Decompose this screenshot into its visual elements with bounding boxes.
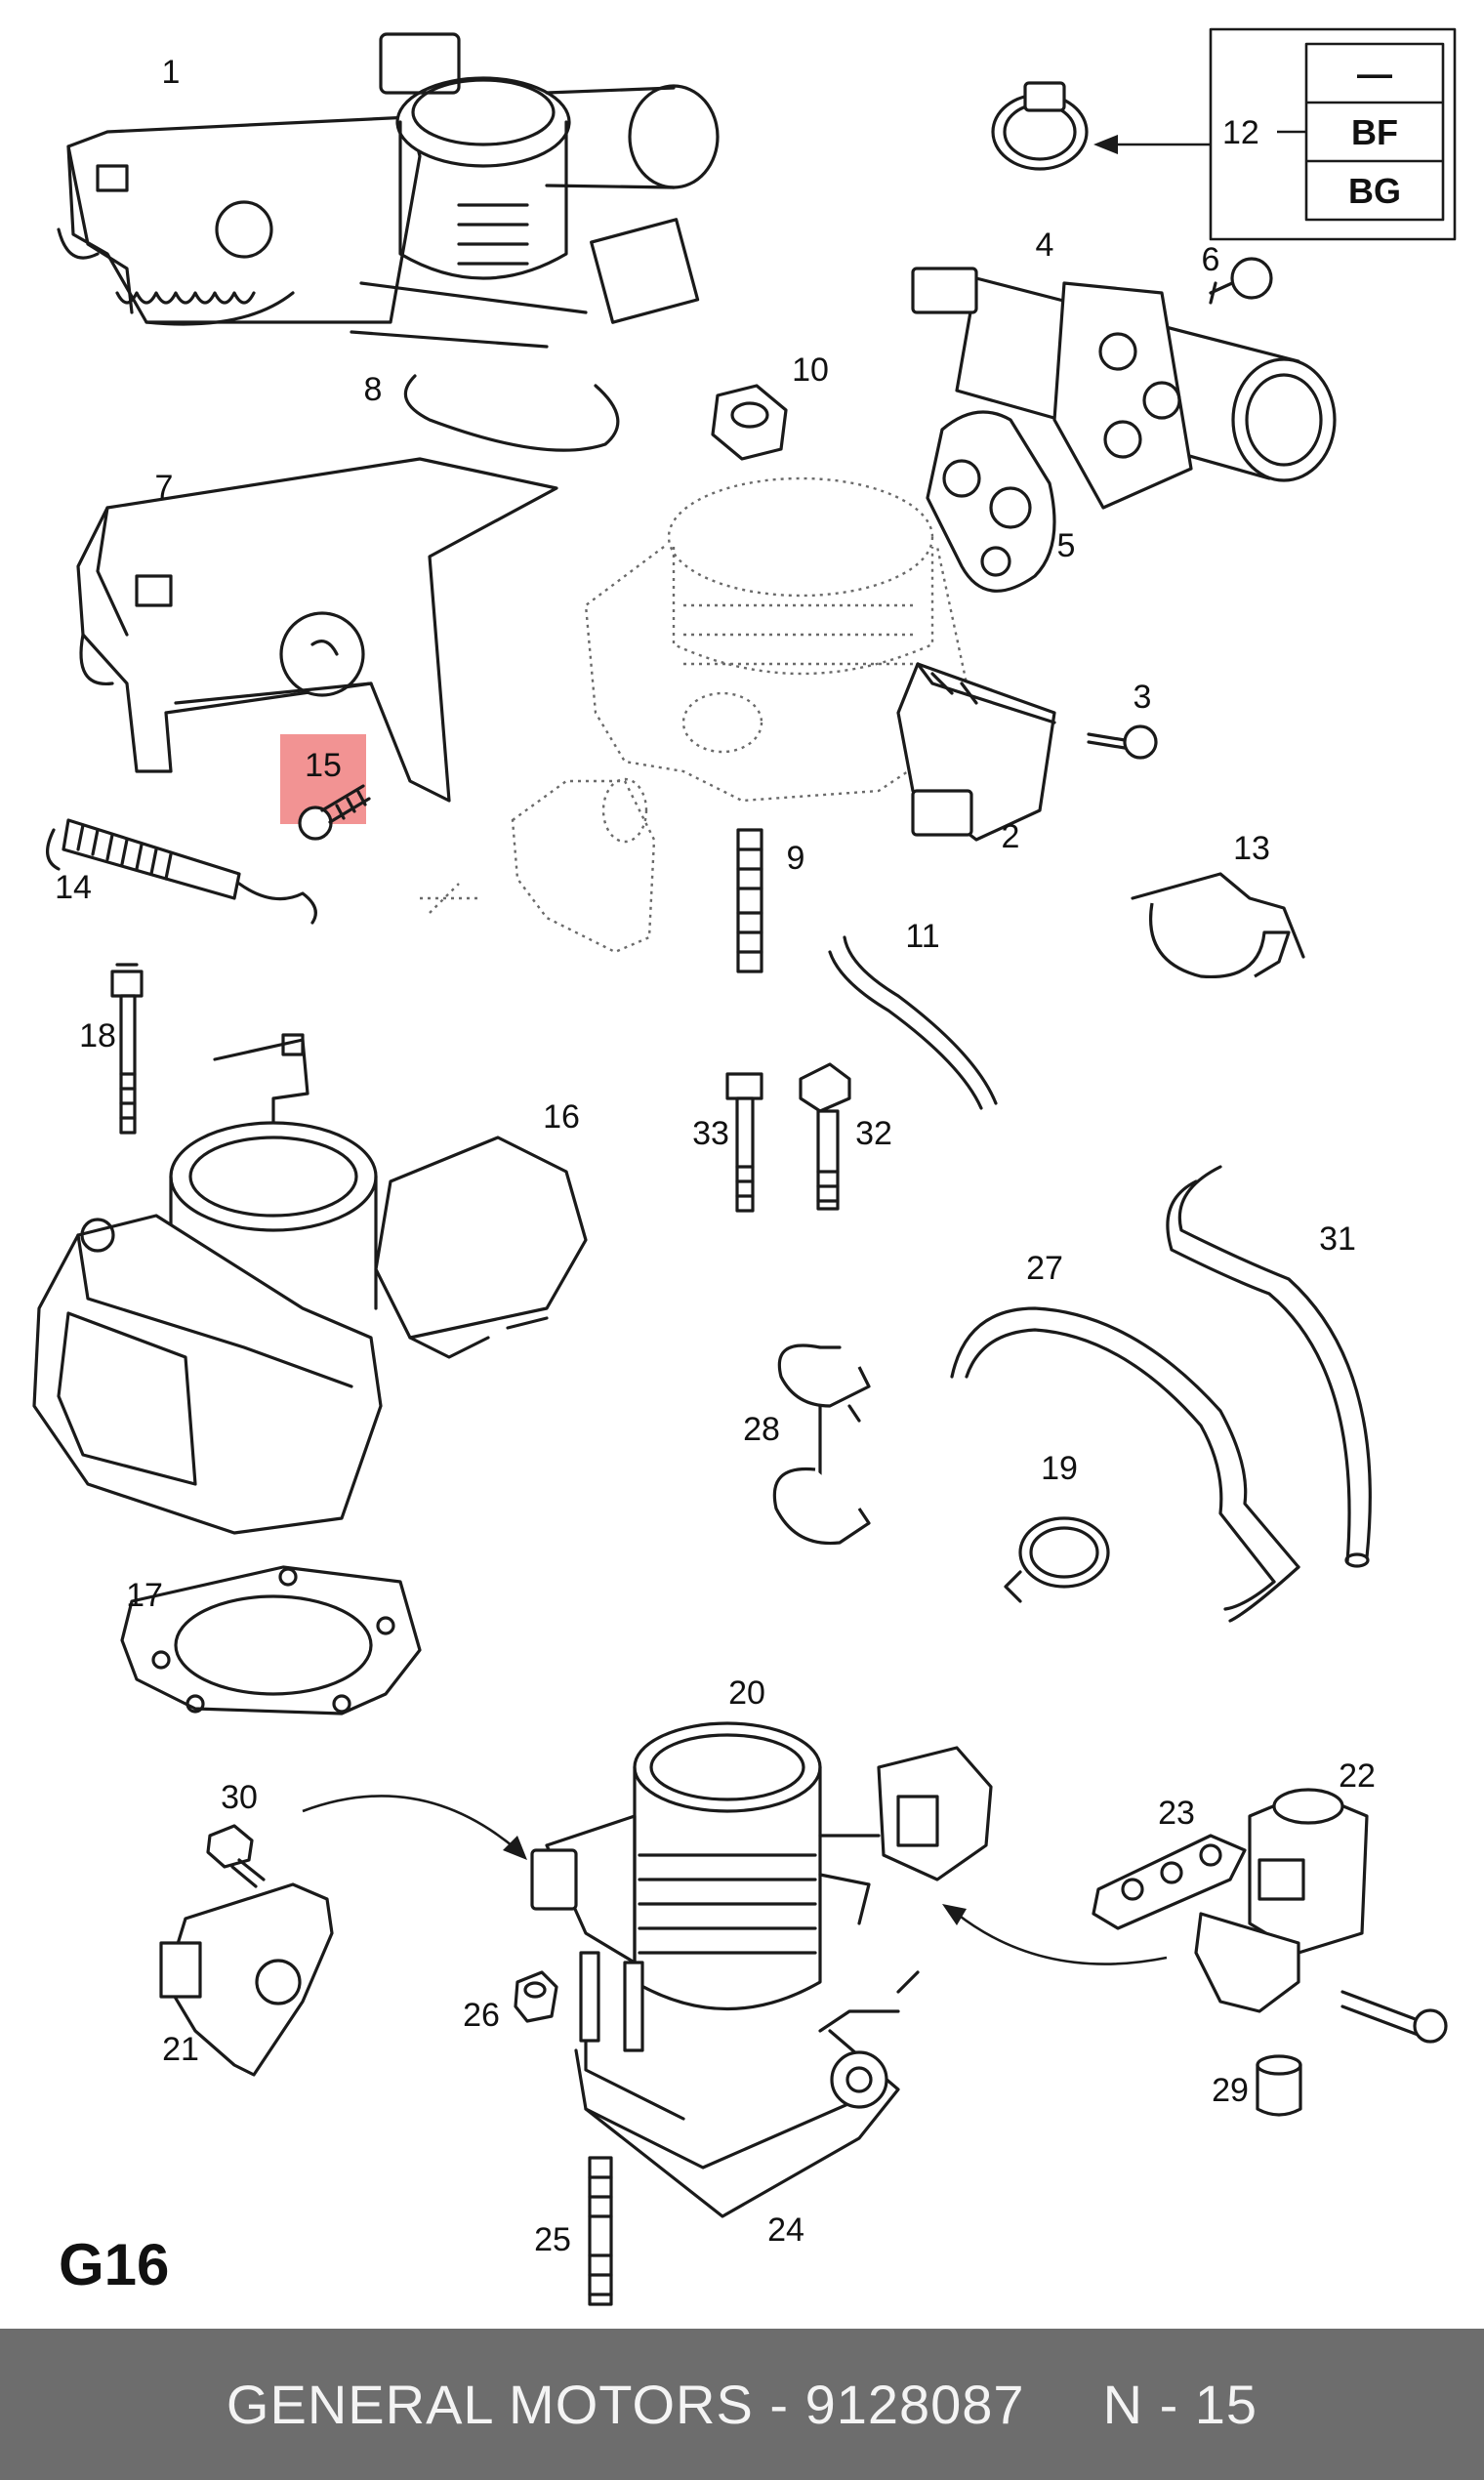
part-label-20: 20: [728, 1674, 765, 1712]
part-label-18: 18: [79, 1017, 116, 1054]
part-13-clip: [1131, 872, 1305, 979]
part-label-10: 10: [792, 351, 829, 389]
part-3-screw: [1087, 724, 1158, 760]
part-label-29: 29: [1212, 2072, 1249, 2109]
part-31-hose: [1166, 1165, 1372, 1568]
arrow-22-to-20: [942, 1904, 1168, 1965]
page-id: G16: [59, 2232, 169, 2297]
footer-reference: N - 15: [1102, 2374, 1258, 2435]
part-4-idle-air-valve: [911, 267, 1337, 510]
footer-bar: GENERAL MOTORS - 9128087 N - 15: [0, 2329, 1484, 2480]
part-22-idle-valve: [1194, 1788, 1448, 2044]
part-10-nut: [711, 384, 788, 461]
part-label-28: 28: [743, 1411, 780, 1448]
part-label-23: 23: [1158, 1795, 1195, 1832]
part-33-bolt: [725, 1072, 763, 1213]
part-label-4: 4: [1036, 227, 1054, 264]
part-label-24: 24: [767, 2211, 804, 2249]
part-25-stud: [588, 2156, 613, 2306]
part-label-21: 21: [162, 2031, 199, 2068]
variant-table-label: 12: [1222, 114, 1259, 151]
part-30-screw: [206, 1824, 266, 1888]
part-16-throttle-housing: [32, 1033, 588, 1535]
part-label-13: 13: [1233, 830, 1270, 867]
part-29-cap: [1256, 2054, 1302, 2117]
part-label-32: 32: [855, 1115, 892, 1152]
part-18-bolt: [110, 963, 144, 1135]
part-20-throttle-body: [530, 1721, 993, 2218]
part-8-cable: [403, 374, 620, 452]
part-label-16: 16: [543, 1098, 580, 1136]
part-7-bracket: [76, 457, 558, 803]
part-9-stud: [736, 828, 763, 973]
part-label-17: 17: [126, 1577, 163, 1614]
footer-brand-part-number: GENERAL MOTORS - 9128087: [226, 2374, 1025, 2435]
part-23-gasket: [1092, 1834, 1247, 1930]
part-label-8: 8: [364, 371, 383, 408]
part-label-26: 26: [463, 1997, 500, 2034]
part-14-spring: [46, 818, 317, 925]
part-5-gasket: [926, 410, 1056, 593]
part-label-11: 11: [905, 918, 939, 955]
part-label-14: 14: [55, 869, 92, 906]
part-21-sensor: [159, 1882, 334, 2077]
part-19-hose-clamp: [1004, 1516, 1110, 1603]
part-label-6: 6: [1202, 241, 1220, 278]
part-15-screw-highlighted: [280, 734, 371, 841]
part-label-31: 31: [1319, 1220, 1356, 1258]
variant-row-1: —: [1357, 54, 1392, 94]
part-17-gasket: [120, 1565, 422, 1715]
part-6-screw: [1209, 257, 1273, 305]
part-label-19: 19: [1041, 1450, 1078, 1487]
part-label-5: 5: [1057, 527, 1076, 564]
part-label-2: 2: [1002, 818, 1020, 855]
part-32-bolt: [799, 1062, 851, 1211]
part-28-clip: [772, 1343, 871, 1546]
part-2-sensor: [896, 662, 1056, 842]
part-label-1: 1: [162, 54, 181, 91]
part-number-labels: 1234567891011131415161718192021222324252…: [55, 54, 1376, 2258]
arrow-30-to-20: [302, 1795, 527, 1860]
part-label-30: 30: [221, 1779, 258, 1816]
part-label-22: 22: [1339, 1757, 1376, 1795]
part-label-7: 7: [155, 469, 174, 506]
variant-table: 12 — BF BG: [1209, 27, 1457, 241]
variant-row-3: BG: [1348, 171, 1401, 211]
part-27-hose: [950, 1306, 1300, 1623]
part-label-9: 9: [787, 840, 805, 877]
part-26-nut: [514, 1970, 558, 2023]
part-label-3: 3: [1134, 679, 1152, 716]
part-label-25: 25: [534, 2221, 571, 2258]
part-label-27: 27: [1026, 1250, 1063, 1287]
exploded-parts-diagram: 12 — BF BG: [32, 27, 1457, 2306]
part-1-throttle-assembly: [57, 32, 720, 349]
part-12-hose-clamp: [991, 81, 1211, 171]
part-label-15: 15: [305, 747, 342, 784]
part-11-hose: [828, 935, 998, 1110]
variant-row-2: BF: [1351, 112, 1398, 152]
part-label-33: 33: [692, 1115, 729, 1152]
ghost-throttle-body: [420, 476, 969, 954]
